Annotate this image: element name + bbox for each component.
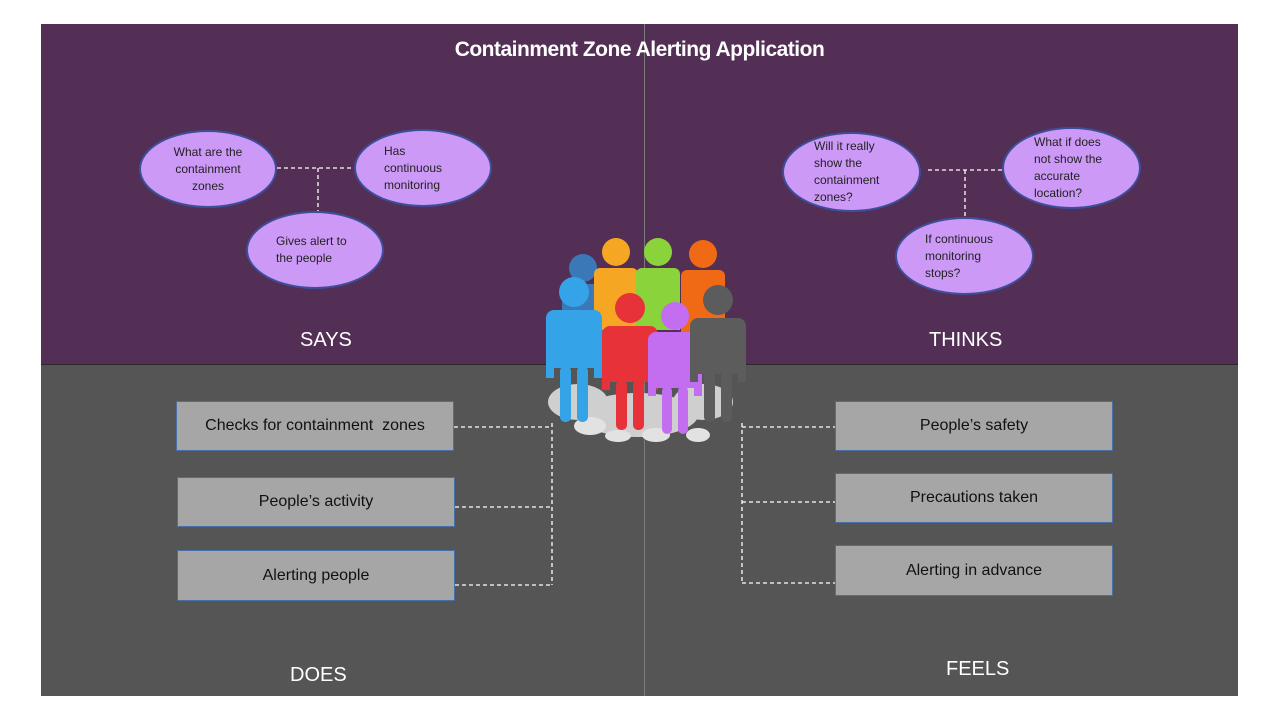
box-text: Alerting people bbox=[262, 566, 370, 584]
group-of-people-icon bbox=[546, 238, 746, 442]
does-box-3: Alerting people bbox=[177, 550, 455, 601]
box-text: Alerting in advance bbox=[905, 561, 1043, 579]
thinks-bubble-3: If continuous monitoring stops? bbox=[895, 217, 1034, 295]
page-title: Containment Zone Alerting Application bbox=[454, 38, 825, 61]
says-label: SAYS bbox=[300, 329, 352, 351]
box-text: People’s safety bbox=[919, 417, 1029, 434]
says-quadrant bbox=[41, 24, 644, 365]
box-text: Checks for containment zones bbox=[205, 417, 425, 434]
bubble-text: What are the containment zones bbox=[173, 144, 243, 193]
bubble-text: Gives alert to the people bbox=[276, 234, 347, 265]
does-box-1: Checks for containment zones bbox=[176, 401, 454, 451]
thinks-label: THINKS bbox=[929, 329, 1003, 351]
says-bubble-2: Has continuous monitoring bbox=[354, 129, 492, 207]
bubble-text: If continuous monitoring stops? bbox=[925, 231, 994, 280]
bubble-text: Will it really show the containment zone… bbox=[814, 139, 880, 204]
feels-box-1: People’s safety bbox=[835, 401, 1113, 451]
feels-box-2: Precautions taken bbox=[835, 473, 1113, 523]
empathy-map: Containment Zone Alerting Application Wh… bbox=[41, 24, 1238, 696]
connector-lines bbox=[249, 167, 1003, 586]
thinks-bubble-2: What if does not show the accurate locat… bbox=[1002, 127, 1141, 209]
feels-box-3: Alerting in advance bbox=[835, 545, 1113, 596]
does-box-2: People’s activity bbox=[177, 477, 455, 527]
does-label: DOES bbox=[290, 664, 347, 686]
box-text: People’s activity bbox=[258, 493, 374, 510]
feels-label: FEELS bbox=[946, 658, 1010, 680]
says-bubble-1: What are the containment zones bbox=[139, 130, 277, 208]
bubble-text: Has continuous monitoring bbox=[384, 143, 443, 192]
bubble-text: What if does not show the accurate locat… bbox=[1034, 135, 1103, 200]
says-bubble-3: Gives alert to the people bbox=[246, 211, 384, 289]
thinks-quadrant bbox=[644, 24, 1238, 365]
thinks-bubble-1: Will it really show the containment zone… bbox=[782, 132, 921, 212]
box-text: Precautions taken bbox=[909, 489, 1039, 506]
